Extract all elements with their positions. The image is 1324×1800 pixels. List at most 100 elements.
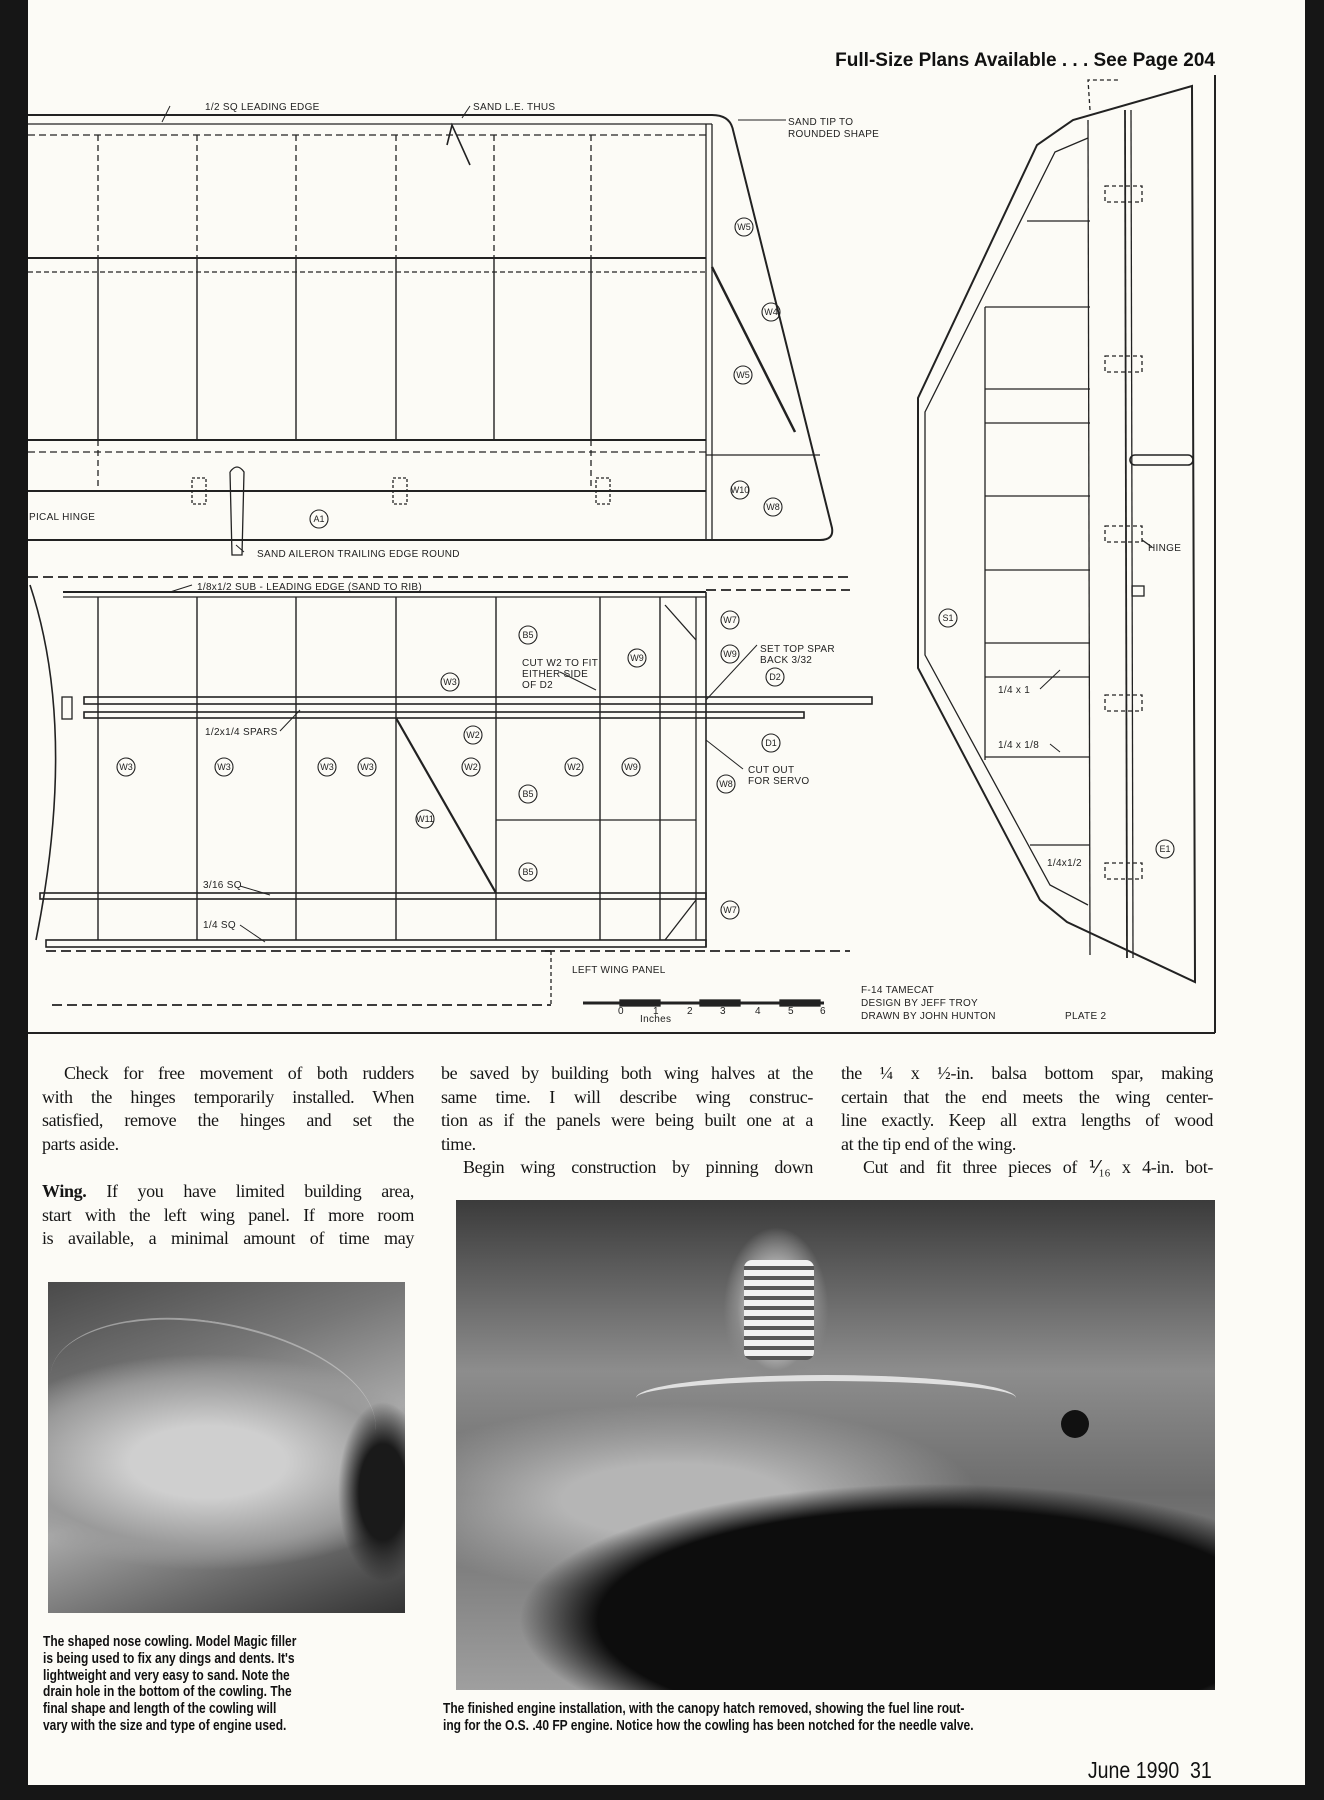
scale-ticks: 0 1 2 3 4 5 6 <box>618 1006 826 1017</box>
cut-w2-label-3: OF D2 <box>522 680 553 691</box>
left-wing-panel-label: LEFT WING PANEL <box>572 965 666 976</box>
text-line: Cut and fit three pieces of ⅟₁₆ x 4-in. … <box>863 1157 1213 1177</box>
svg-text:B5: B5 <box>522 867 533 877</box>
svg-text:W9: W9 <box>723 649 737 659</box>
part-tag: W3 <box>317 757 337 777</box>
part-tag: W7 <box>720 900 740 920</box>
sand-aileron-label: SAND AILERON TRAILING EDGE ROUND <box>257 549 460 560</box>
part-tag: W3 <box>440 672 460 692</box>
svg-text:W2: W2 <box>567 762 581 772</box>
engine-cylinder <box>744 1260 814 1360</box>
part-tag: D1 <box>761 733 781 753</box>
engine-installation-photo <box>456 1200 1215 1690</box>
typical-hinge-label: PICAL HINGE <box>29 512 95 523</box>
caption-line: vary with the size and type of engine us… <box>43 1716 287 1734</box>
hinge-label: HINGE <box>1148 543 1181 554</box>
stabilizer-plan <box>917 79 1197 984</box>
caption-line: The finished engine installation, with t… <box>443 1700 965 1717</box>
fuel-line <box>636 1375 1016 1421</box>
svg-text:W3: W3 <box>360 762 374 772</box>
issue-date: June 1990 <box>1088 1757 1180 1783</box>
plans-available-header: Full-Size Plans Available . . . See Page… <box>835 50 1215 71</box>
section-heading-wing: Wing. <box>42 1181 87 1201</box>
sq14-label: 1/4 SQ <box>203 920 236 931</box>
svg-text:W5: W5 <box>737 222 751 232</box>
plate-number: PLATE 2 <box>1065 1011 1107 1022</box>
cut-w2-label-2: EITHER SIDE <box>522 669 588 680</box>
q14x18-label: 1/4 x 1/8 <box>998 740 1039 751</box>
q14x1-label: 1/4 x 1 <box>998 685 1030 696</box>
part-tag: W8 <box>716 774 736 794</box>
svg-text:S1: S1 <box>942 613 953 623</box>
text-line: Wing. If you have limited building area, <box>42 1181 414 1201</box>
svg-text:W2: W2 <box>464 762 478 772</box>
article-column-2: be saved by building both wing halves at… <box>441 1062 813 1180</box>
svg-text:W3: W3 <box>443 677 457 687</box>
sand-tip-label-2: ROUNDED SHAPE <box>788 129 879 140</box>
part-tag: W7 <box>720 610 740 630</box>
part-tag: W2 <box>461 757 481 777</box>
svg-text:W3: W3 <box>217 762 231 772</box>
left-wing-panel <box>28 576 873 1006</box>
sand-le-label: SAND L.E. THUS <box>473 102 555 113</box>
text-line: certain that the end meets the wing cent… <box>841 1086 1213 1107</box>
part-tag: W8 <box>763 497 783 517</box>
text-line: satisfied, remove the hinges and set the <box>42 1110 414 1130</box>
scale-tick: 2 <box>687 1006 693 1017</box>
set-spar-label-2: BACK 3/32 <box>760 655 812 666</box>
svg-text:W10: W10 <box>731 485 750 495</box>
part-tags: W5 W4 W5 W10 W8 A1 B5 W9 W9 W7 D2 W3 W2 … <box>116 217 1175 920</box>
cut-servo-label: CUT OUT <box>748 765 794 776</box>
part-tag: W10 <box>730 480 750 500</box>
article-column-1: Check for free movement of both rudders … <box>42 1062 414 1251</box>
nose-cowling-caption: The shaped nose cowling. Model Magic fil… <box>43 1633 360 1735</box>
svg-text:W3: W3 <box>320 762 334 772</box>
svg-text:W9: W9 <box>624 762 638 772</box>
plan-title: F-14 TAMECAT <box>861 985 934 996</box>
q14x12-label: 1/4x1/2 <box>1047 858 1082 869</box>
nose-cowling-photo <box>48 1282 405 1613</box>
text-line: line exactly. Keep all extra lengths of … <box>841 1110 1213 1130</box>
article-column-3: the ¼ x ½-in. balsa bottom spar, making … <box>841 1062 1213 1180</box>
part-tag: W3 <box>116 757 136 777</box>
text-line: start with the left wing panel. If more … <box>42 1204 414 1225</box>
sand-tip-label: SAND TIP TO <box>788 117 853 128</box>
svg-text:W7: W7 <box>723 615 737 625</box>
caption-line: final shape and length of the cowling wi… <box>43 1700 277 1718</box>
caption-line: drain hole in the bottom of the cowling.… <box>43 1683 292 1701</box>
part-tag: W3 <box>214 757 234 777</box>
engine-caption: The finished engine installation, with t… <box>443 1700 1106 1735</box>
part-tag: W5 <box>734 217 754 237</box>
set-spar-label: SET TOP SPAR <box>760 644 835 655</box>
scale-bar <box>583 999 824 1007</box>
text-line: at the tip end of the wing. <box>841 1133 1017 1154</box>
part-tag: W9 <box>720 644 740 664</box>
svg-text:W11: W11 <box>416 814 434 824</box>
text-line: Check for free movement of both rudders <box>64 1063 414 1083</box>
wing-plan-drawing: 1/2 SQ LEADING EDGE SAND L.E. THUS SAND … <box>28 75 1216 1034</box>
part-tag: W2 <box>463 725 483 745</box>
part-tag: B5 <box>518 625 538 645</box>
part-tag: W5 <box>733 365 753 385</box>
text-line: tion as if the panels were being built o… <box>441 1110 813 1130</box>
part-tag: W2 <box>564 757 584 777</box>
part-tag: W4 <box>761 302 781 322</box>
scale-tick: 1 <box>653 1006 659 1017</box>
text-line: time. <box>441 1133 476 1154</box>
svg-text:W9: W9 <box>630 653 644 663</box>
svg-text:W2: W2 <box>466 730 480 740</box>
part-tag: W9 <box>627 648 647 668</box>
svg-text:D1: D1 <box>765 738 777 748</box>
caption-line: is being used to fix any dings and dents… <box>43 1649 295 1667</box>
scale-tick: 4 <box>755 1006 761 1017</box>
caption-line: The shaped nose cowling. Model Magic fil… <box>43 1633 297 1650</box>
scale-tick: 5 <box>788 1006 794 1017</box>
svg-text:W3: W3 <box>119 762 133 772</box>
scale-tick: 3 <box>720 1006 726 1017</box>
part-tag: B5 <box>518 862 538 882</box>
svg-text:W4: W4 <box>764 307 778 317</box>
inches-label: Inches <box>640 1014 671 1025</box>
cowling-edge <box>48 1299 388 1507</box>
svg-text:B5: B5 <box>522 789 533 799</box>
text-line: be saved by building both wing halves at… <box>441 1063 813 1083</box>
